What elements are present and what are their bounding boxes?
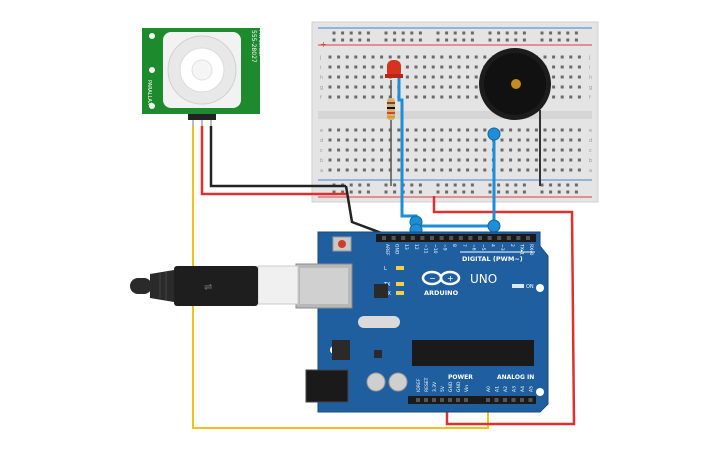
analog-label: ANALOG IN (497, 374, 534, 381)
resistor[interactable] (387, 80, 395, 186)
digital-pin-label: 4 (490, 244, 496, 247)
power-pin-label: IOREF (416, 378, 422, 392)
board-brand: ARDUINO (424, 289, 459, 297)
row-letter: j (588, 55, 590, 61)
row-letter: g (320, 85, 323, 91)
wire-red-arduino-5v[interactable] (432, 196, 576, 426)
digital-pin-label: 2 (509, 244, 515, 247)
digital-pin-label: 13 (403, 244, 409, 250)
row-letter: b (589, 158, 592, 164)
row-letter: g (589, 85, 592, 91)
row-letter: a (320, 168, 323, 174)
led-label-l: L (384, 266, 387, 272)
digital-pin-label: GND (394, 244, 400, 255)
usb-chip (374, 284, 388, 298)
power-pin-label: GND (448, 381, 454, 392)
analog-pin-label: A0 (486, 386, 492, 392)
row-letter: i (320, 65, 321, 71)
digital-pin-label: ~3 (499, 244, 505, 251)
pir-model-text: 555-28027 (250, 30, 257, 63)
row-letter: i (589, 65, 590, 71)
digital-pin-label: 7 (461, 244, 467, 247)
analog-pin-label: A4 (520, 386, 526, 392)
power-label: POWER (448, 374, 473, 381)
row-letter: c (589, 148, 592, 154)
voltage-regulator (332, 340, 350, 360)
wire-black-arduino-gnd[interactable] (344, 185, 385, 236)
analog-pin-label: A5 (529, 386, 535, 392)
piezo-buzzer[interactable] (479, 48, 551, 186)
power-jack (305, 369, 349, 403)
digital-header-label: DIGITAL (PWM~) (462, 255, 523, 263)
row-letter: a (589, 168, 592, 174)
svg-text:−: − (429, 274, 436, 283)
buzzer-center-dot (511, 79, 521, 89)
row-letter: d (589, 138, 592, 144)
power-pin-label: RESET (424, 377, 430, 392)
digital-header (376, 234, 536, 242)
board-model: UNO (470, 272, 497, 286)
row-letter: f (589, 95, 591, 101)
wire-black-pir-gnd[interactable] (209, 126, 346, 188)
analog-pin-label: A2 (503, 386, 509, 392)
row-letter: c (320, 148, 323, 154)
red-led[interactable] (385, 60, 403, 78)
crystal (358, 316, 400, 328)
power-analog-header (408, 396, 536, 404)
pir-brand-text: PARALLAX (146, 80, 152, 106)
digital-pin-label: ~11 (422, 244, 428, 254)
digital-pin-label: ~5 (480, 244, 486, 251)
row-letter: d (320, 138, 323, 144)
digital-pin-label: ~9 (442, 244, 448, 251)
rail-minus-label: - (320, 23, 323, 32)
row-letter: f (320, 95, 322, 101)
top-power-rail-holes (332, 31, 578, 42)
digital-pin-label: AREF (384, 244, 390, 256)
row-letter: b (320, 158, 323, 164)
row-letter: e (589, 128, 592, 134)
row-letter: h (320, 75, 323, 81)
power-pin-label: GND (456, 381, 462, 392)
arduino-infinity-logo: − + (421, 270, 461, 286)
row-letter: h (589, 75, 592, 81)
power-pin-label: Vin (464, 385, 470, 392)
usb-symbol-icon: ⇌ (204, 282, 212, 293)
usb-cable: ⇌ (130, 265, 299, 306)
power-pin-label: 3.3V (432, 381, 438, 392)
digital-pin-label: 12 (413, 244, 419, 250)
digital-pin-label: TX▸1 (518, 243, 524, 255)
power-pin-label: 5V (440, 385, 446, 392)
digital-pin-label: 8 (451, 244, 457, 247)
wire-red-pir-vcc[interactable] (200, 126, 346, 196)
rail-plus-label: + (320, 40, 327, 49)
row-letter: e (320, 128, 323, 134)
pir-side-text: PIR Sensor (257, 30, 263, 58)
digital-pin-label: ~10 (432, 244, 438, 254)
svg-text:+: + (447, 274, 454, 283)
digital-pin-label: RX◂0 (528, 244, 534, 255)
analog-pin-label: A3 (512, 386, 518, 392)
digital-pin-label: ~6 (470, 244, 476, 251)
row-letter: j (319, 55, 321, 61)
analog-pin-label: A1 (495, 386, 501, 392)
pir-sensor[interactable]: 555-28027 PIR Sensor PARALLAX (142, 28, 263, 130)
atmega-chip (412, 340, 534, 366)
reset-button[interactable] (338, 240, 346, 248)
on-label: ON (526, 284, 534, 290)
